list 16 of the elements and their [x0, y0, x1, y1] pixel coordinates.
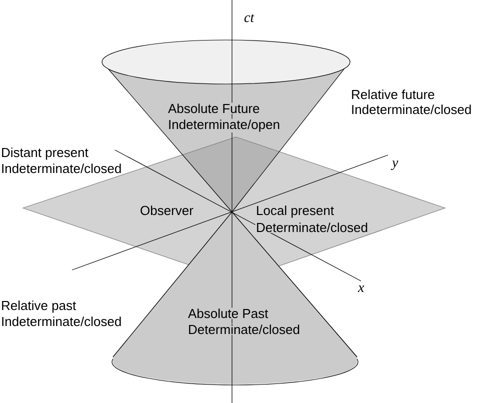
region-label: Absolute Past — [187, 308, 270, 319]
region-label: Indeterminate/open — [167, 118, 281, 132]
axis-label: ct — [243, 13, 255, 23]
region-label: Indeterminate/closed — [0, 162, 122, 174]
region-label: Local present — [255, 204, 335, 218]
region-label: Absolute Future — [167, 102, 261, 114]
region-label: Relative future — [350, 88, 436, 100]
region-label: Determinate/closed — [255, 222, 369, 233]
axis-label: x — [357, 284, 366, 293]
region-label: Determinate/closed — [187, 324, 301, 335]
region-label: Observer — [139, 204, 194, 216]
axis-label: y — [390, 160, 399, 171]
region-label: Relative past — [0, 300, 77, 314]
region-label: Indeterminate/closed — [0, 316, 122, 327]
region-label: Distant present — [0, 146, 90, 160]
region-label: Indeterminate/closed — [350, 104, 472, 115]
